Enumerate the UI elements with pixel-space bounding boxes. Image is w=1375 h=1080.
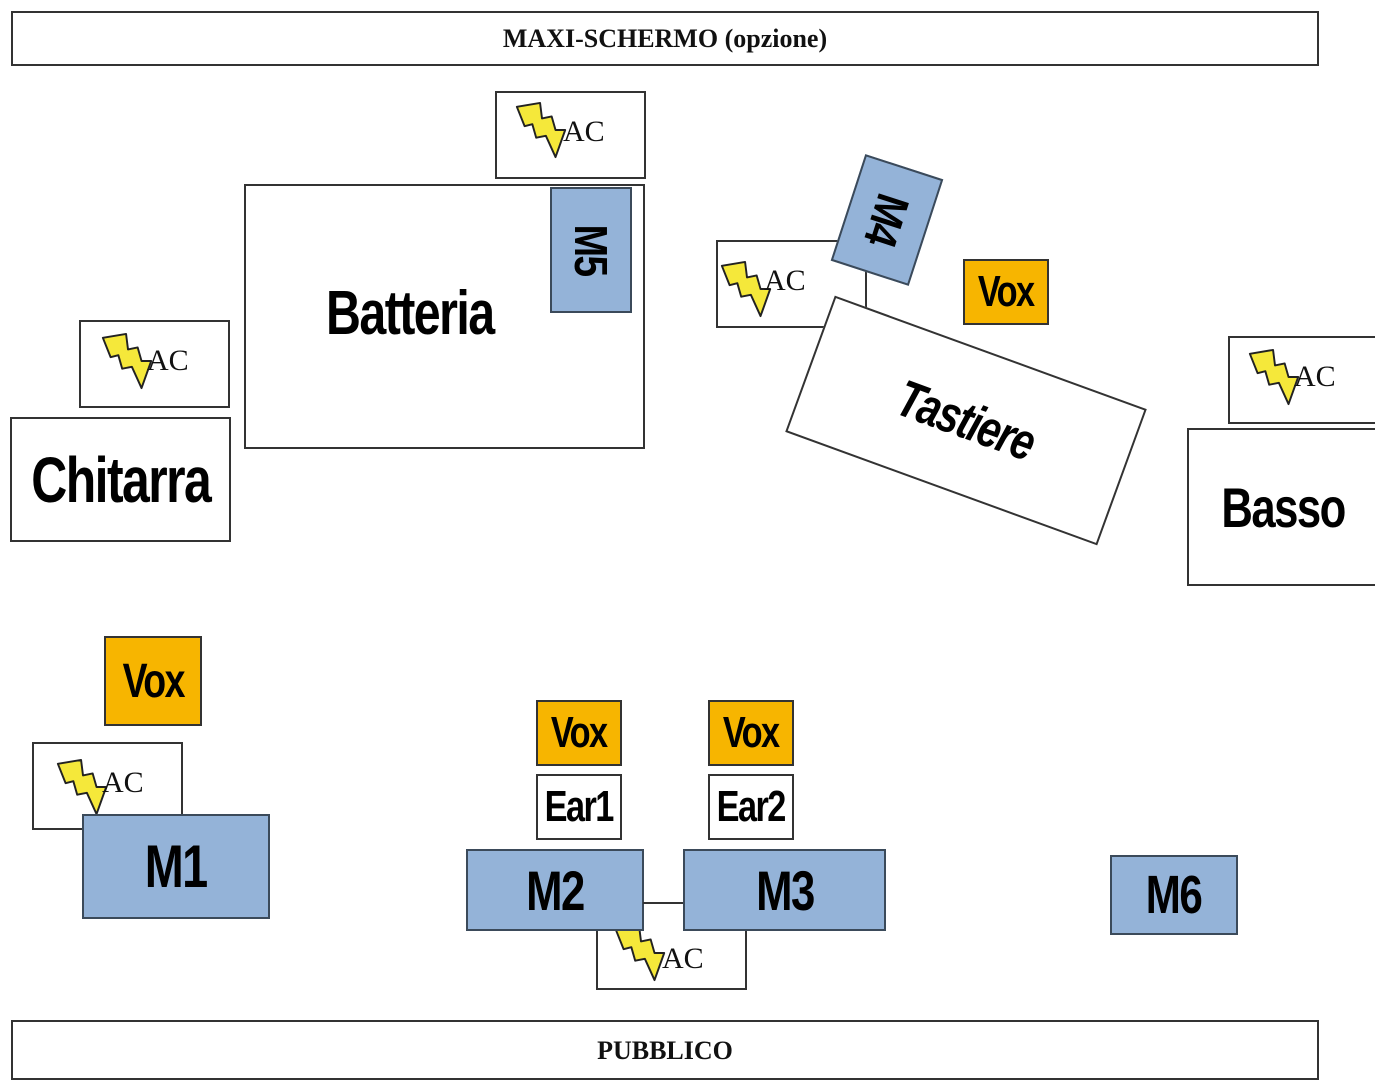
- audience-label: PUBBLICO: [597, 1036, 733, 1065]
- guitar-amp: Chitarra: [10, 417, 231, 542]
- power-label: AC: [1294, 360, 1336, 393]
- power-label: AC: [764, 264, 806, 297]
- power-outlet-bass: AC: [1228, 336, 1375, 424]
- bass-amp: Basso: [1187, 428, 1375, 586]
- ear2-monitor: Ear2: [708, 774, 794, 840]
- power-outlet-drums: AC: [495, 91, 646, 179]
- mic-m4-label: M4: [854, 187, 920, 253]
- drums-label: Batteria: [326, 279, 495, 348]
- ear2-label: Ear2: [716, 782, 787, 831]
- vox-label: Vox: [978, 267, 1035, 316]
- mic-m6-label: M6: [1146, 865, 1203, 925]
- ear1-monitor: Ear1: [536, 774, 622, 840]
- ear1-label: Ear1: [544, 782, 615, 831]
- mic-m5-label: M5: [565, 224, 617, 276]
- mic-m3: M3: [683, 849, 886, 931]
- vox-monitor-m1: Vox: [104, 636, 202, 726]
- mic-m2-label: M2: [526, 858, 585, 922]
- power-label: AC: [662, 942, 704, 975]
- screen-banner: MAXI-SCHERMO (opzione): [11, 11, 1319, 66]
- bass-label: Basso: [1221, 475, 1346, 539]
- mic-m2: M2: [466, 849, 644, 931]
- vox-label: Vox: [551, 708, 608, 757]
- keys-riser: Tastiere: [785, 295, 1147, 546]
- power-label: AC: [147, 344, 189, 377]
- audience-banner: PUBBLICO: [11, 1020, 1319, 1080]
- mic-link-line: [643, 902, 685, 904]
- keys-label: Tastiere: [889, 369, 1043, 472]
- screen-label: MAXI-SCHERMO (opzione): [502, 23, 828, 53]
- vox-label: Vox: [723, 708, 780, 757]
- mic-m3-label: M3: [755, 858, 815, 922]
- mic-m6: M6: [1110, 855, 1238, 935]
- vox-label: Vox: [122, 654, 185, 708]
- mic-m5: M5: [550, 187, 632, 313]
- guitar-label: Chitarra: [31, 443, 211, 516]
- power-outlet-guitar: AC: [79, 320, 230, 408]
- mic-m1: M1: [82, 814, 270, 919]
- vox-monitor-m3: Vox: [708, 700, 794, 766]
- power-label: AC: [102, 766, 144, 799]
- vox-monitor-m2: Vox: [536, 700, 622, 766]
- power-label: AC: [563, 115, 605, 148]
- mic-m1-label: M1: [145, 833, 208, 900]
- vox-monitor-keys: Vox: [963, 259, 1049, 325]
- mic-m4: M4: [830, 154, 944, 286]
